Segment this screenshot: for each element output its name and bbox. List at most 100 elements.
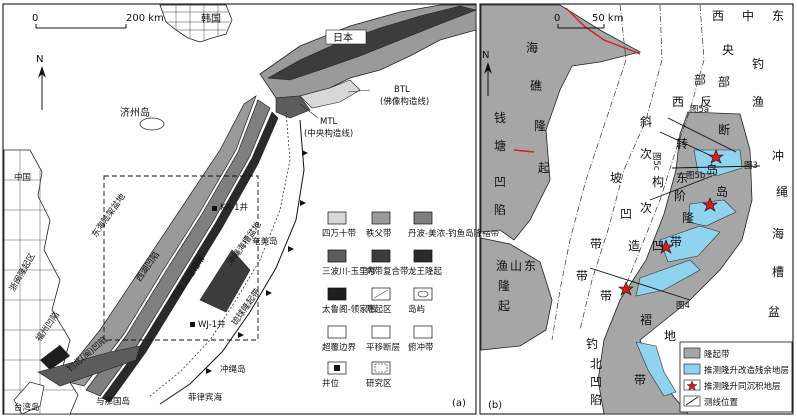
legend-b-swatch-0 [683,347,701,359]
legend-a-swatch-6 [327,287,347,301]
svg-text:海: 海 [526,40,538,55]
b-fig4: 图4 [676,301,690,311]
legend-a-swatch-11 [413,325,433,339]
scale-b-dist: 50 km [592,13,623,24]
svg-text:地: 地 [664,329,676,343]
b-stars [618,149,724,296]
b-residual-4 [635,259,701,297]
panel-a-frame [2,3,477,415]
legend-a-swatch-5 [413,249,433,263]
b-residual-3 [659,225,721,263]
svg-text:带: 带 [590,237,602,251]
label-mtl: MTL [320,117,338,127]
b-fig5c: 图5c [651,152,661,171]
svg-text:断: 断 [718,122,730,137]
legend-b-label-0: 隆起带 [704,349,730,360]
mtl-leader [299,103,319,119]
svg-text:央: 央 [722,43,734,57]
b-fig5b: 图5b [686,171,705,181]
legend-a-label-8: 岛屿 [408,304,426,315]
svg-text:部: 部 [694,72,706,87]
svg-text:中: 中 [742,8,754,23]
okinawa-trough-axis [149,111,291,397]
svg-text:岛: 岛 [716,184,728,199]
svg-text:带: 带 [576,269,588,283]
legend-a-label-13: 研究区 [366,378,392,389]
svg-text:N: N [36,54,43,65]
sanbagawa-belt-south [37,345,141,387]
svg-text:槽: 槽 [772,265,784,279]
taiwan-island [13,381,45,415]
svg-text:次: 次 [640,201,652,215]
north-arrow-b: N [482,50,492,96]
svg-text:凹: 凹 [652,239,664,253]
svg-text:斜: 斜 [640,115,652,129]
legend-a: 四万十带秩父带丹波-美浓-钓鱼岛隆褶带三波川-玉里带内带复合带龙王隆起太鲁阁-领… [322,211,500,389]
japan-sanbagawa [275,95,311,119]
legend-a-swatch-13 [371,361,391,375]
svg-text:塘: 塘 [494,138,506,153]
legend-a-label-3: 三波川-玉里带 [322,266,377,277]
label-btl-desc: (佛像构造线) [380,96,429,107]
label-amami: 奄美岛 [252,236,278,247]
svg-text:造: 造 [628,239,640,253]
legend-b-swatch-1 [683,363,701,375]
label-yonaguni: 与那国岛 [96,396,130,407]
legend-b-label-2: 推测隆升同沉积地层 [704,381,781,392]
taroko-belt-patch [40,345,70,370]
well-wj-marker [190,322,195,327]
svg-text:隆: 隆 [534,118,546,133]
panel-b-label: (b) [488,400,502,411]
svg-text:绳: 绳 [776,185,788,199]
svg-text:钱: 钱 [494,110,506,125]
label-jeju: 济州岛 [120,106,150,119]
legend-a-label-5: 龙王隆起 [408,266,443,277]
legend-a-label-11: 俯冲带 [408,342,434,353]
svg-text:次: 次 [640,147,652,161]
svg-text:西: 西 [712,9,724,23]
b-survey-lines [589,117,761,301]
svg-text:冲: 冲 [772,148,784,163]
japan-shimanto [299,79,361,109]
svg-text:阶: 阶 [674,189,686,203]
label-japan: 日本 [333,31,353,44]
legend-b-label-1: 推测隆升改造残余地层 [704,365,789,376]
svg-text:渔: 渔 [496,259,508,273]
legend-a-label-6: 太鲁阁-领家带 [322,304,377,315]
svg-text:西: 西 [672,95,684,109]
svg-text:构: 构 [652,174,664,189]
svg-text:岛: 岛 [706,162,718,177]
b-red-boundary-left [513,149,535,153]
svg-text:起: 起 [538,161,550,175]
svg-text:隆: 隆 [498,278,510,293]
svg-text:带: 带 [670,235,682,249]
svg-text:陷: 陷 [590,392,602,407]
svg-text:起: 起 [498,299,510,313]
scale-a-zero: 0 [32,13,38,24]
svg-text:渔: 渔 [752,95,764,109]
btl-leader [347,89,371,93]
label-taiwan: 台湾岛 [14,402,40,413]
svg-text:反: 反 [700,95,712,109]
legend-a-swatch-3 [327,249,347,263]
legend-a-label-2: 丹波-美浓-钓鱼岛隆褶带 [408,228,500,239]
legend-a-swatch-9 [327,325,347,339]
label-well-wj: WJ-1井 [198,319,226,330]
chichibu-belt [59,95,257,387]
svg-text:东: 东 [772,9,784,23]
scale-a-dist: 200 km [126,13,164,24]
svg-text:带: 带 [600,289,612,303]
korea-land [159,4,233,43]
jeju-island [139,117,165,131]
svg-text:钓: 钓 [586,337,598,351]
svg-text:钓: 钓 [752,57,764,71]
legend-a-swatch-1 [371,211,391,225]
svg-text:转: 转 [676,136,688,151]
svg-text:带: 带 [634,373,646,387]
panel-a: 韩国 中国 日本 BTL (佛像构造线) MTL (中央构造线) 济州岛 [2,3,500,415]
b-fig3: 图3 [744,161,758,171]
legend-b-label-3: 测线位置 [704,397,739,408]
svg-text:凹: 凹 [590,375,602,389]
